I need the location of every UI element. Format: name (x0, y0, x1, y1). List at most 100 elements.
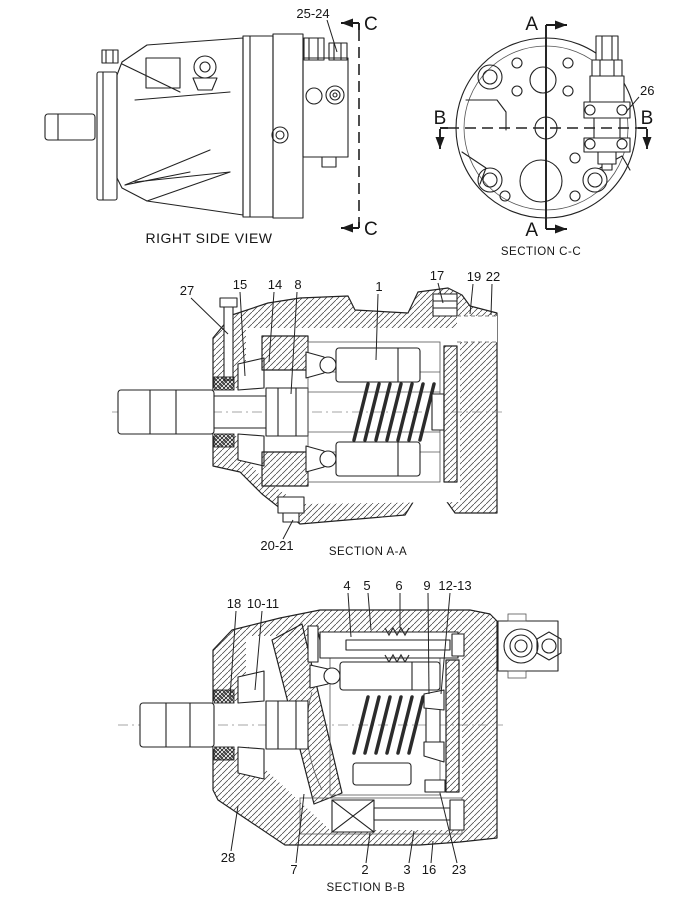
section-line-a (545, 20, 567, 234)
servo-end-plug (449, 799, 465, 831)
section-line-c (341, 18, 360, 233)
bolt-head (219, 297, 238, 308)
port-fitting (432, 293, 458, 317)
port-fitting-ring (503, 628, 539, 664)
valve-spool (345, 639, 451, 651)
valve-hex (591, 59, 623, 77)
rotating-group-drawing (117, 293, 497, 523)
leader-25-24 (326, 19, 338, 53)
callout-10-11: 10-11 (247, 596, 279, 611)
callout-23: 23 (452, 862, 466, 877)
port-recess (457, 316, 497, 342)
servo-rod (373, 807, 451, 821)
input-shaft (117, 389, 215, 435)
callouts-bb: 18 10-11 4 5 6 9 12-13 28 7 2 3 16 23 (221, 578, 472, 877)
leader-26 (625, 96, 640, 113)
section-line-b (435, 127, 652, 149)
section-letter-a-bottom: A (525, 220, 538, 241)
callout-14: 14 (268, 277, 282, 292)
drain-plug (277, 496, 305, 514)
section-letter-c-bottom: C (364, 219, 378, 240)
bolt-boss (477, 167, 503, 193)
bearing (423, 741, 445, 763)
end-plate (242, 35, 274, 218)
callout-25-24: 25-24 (296, 6, 329, 21)
callout-28: 28 (221, 850, 235, 865)
bolt (223, 306, 234, 381)
nameplate (145, 57, 181, 89)
block-spring (352, 382, 436, 442)
callout-16: 16 (422, 862, 436, 877)
callout-1: 1 (375, 279, 382, 294)
spring-seat (425, 705, 441, 745)
shaft-hub (265, 387, 309, 437)
spool-spring-top (384, 626, 410, 637)
drive-shaft (44, 113, 96, 141)
bearing (237, 670, 265, 704)
valve-plug (595, 35, 619, 61)
section-aa-caption: SECTION A-A (329, 546, 407, 558)
piston-ball (319, 356, 337, 374)
stop-pin (424, 779, 446, 793)
view-section-aa: 27 15 14 8 1 17 19 22 20-21 SECTION A-A (112, 268, 503, 558)
piston-slipper (305, 445, 325, 473)
rotating-group-drawing (139, 623, 465, 835)
section-letter-a-top: A (525, 14, 538, 35)
callout-19: 19 (467, 269, 481, 284)
section-letter-c-top: C (364, 14, 378, 35)
view-right-side: C C 25-24 RIGHT SIDE VIEW (44, 6, 378, 246)
top-cap (101, 49, 119, 64)
callout-22: 22 (486, 269, 500, 284)
valve-flange (583, 101, 631, 119)
piston (335, 347, 421, 383)
bearing (237, 357, 265, 391)
callout-2: 2 (361, 862, 368, 877)
bearing (237, 746, 265, 780)
view-section-cc: A A B B 26 SECTION C-C (434, 14, 655, 258)
input-shaft (139, 702, 215, 748)
shaft-seal (213, 746, 235, 761)
rear-block (272, 33, 304, 219)
bearing (237, 433, 265, 467)
valve-plug-right (328, 42, 348, 61)
right-side-view-caption: RIGHT SIDE VIEW (145, 230, 272, 246)
piston (339, 661, 441, 691)
callout-20-21: 20-21 (260, 538, 293, 553)
swashplate-support (261, 451, 309, 487)
valve-body (589, 75, 625, 103)
section-letter-b-left: B (434, 108, 447, 129)
port-hex-nut (536, 631, 562, 661)
shaft-hub (265, 700, 309, 750)
piston-slipper (309, 664, 329, 689)
top-port (529, 66, 557, 94)
callout-8: 8 (294, 277, 301, 292)
callout-18: 18 (227, 596, 241, 611)
drain-plug-lip (282, 512, 300, 523)
callout-12-13: 12-13 (438, 578, 471, 593)
callout-6: 6 (395, 578, 402, 593)
servo-piston-assembly (299, 779, 465, 835)
valve-end-cap (451, 633, 465, 657)
valve-plug-left (303, 37, 325, 61)
callouts-aa: 27 15 14 8 1 17 19 22 20-21 (180, 268, 500, 553)
eye-bolt (193, 55, 217, 79)
valve-end-flange (307, 625, 319, 663)
callout-3: 3 (403, 862, 410, 877)
view-section-bb: 18 10-11 4 5 6 9 12-13 28 7 2 3 16 23 SE… (118, 578, 562, 894)
valve-plate (445, 659, 460, 793)
bolt-boss (477, 64, 503, 90)
bottom-port (519, 159, 563, 203)
section-bb-caption: SECTION B-B (327, 882, 406, 894)
piston-slipper (305, 351, 325, 379)
relief-valve-drawing (583, 35, 631, 171)
callout-5: 5 (363, 578, 370, 593)
valve-manifold (497, 620, 559, 672)
callout-27: 27 (180, 283, 194, 298)
compensator-valve (307, 625, 465, 664)
callout-26: 26 (640, 83, 654, 98)
shaft-seal (213, 376, 235, 391)
bolt-boss (582, 167, 608, 193)
bearing (423, 689, 445, 711)
piston-lower (352, 762, 412, 786)
